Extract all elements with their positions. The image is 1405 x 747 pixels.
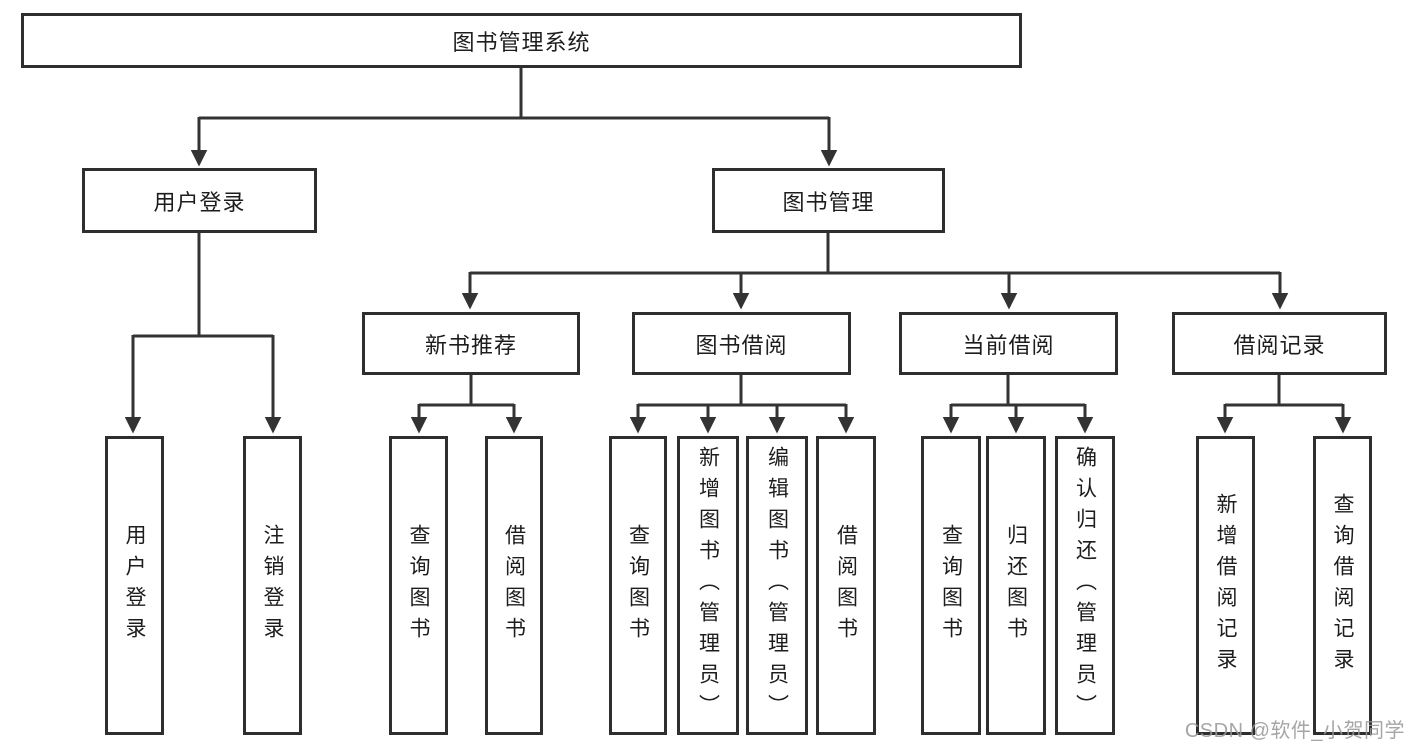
node-label: 查询借阅记录: [1331, 492, 1354, 679]
node-label: 新增图书（管理员）: [696, 446, 720, 725]
node-label: 图书管理系统: [452, 29, 591, 55]
leaf-query-books-current: 查询图书: [921, 436, 981, 735]
node-current-borrow: 当前借阅: [899, 312, 1118, 375]
node-root-library-system: 图书管理系统: [21, 13, 1022, 68]
node-label: 查询图书: [626, 523, 650, 648]
connector-book-mgmt-trunk: [470, 233, 1280, 275]
csdn-watermark: CSDN @软件_小贺同学: [1184, 720, 1405, 742]
node-new-book-recommend: 新书推荐: [362, 312, 580, 375]
node-label: 借阅图书: [834, 523, 858, 648]
node-label: 用户登录: [123, 523, 146, 648]
connector-user-login-trunk: [133, 233, 273, 338]
leaf-add-borrow-record: 新增借阅记录: [1196, 436, 1255, 735]
node-label: 编辑图书（管理员）: [765, 446, 789, 725]
leaf-return-books: 归还图书: [986, 436, 1046, 735]
node-label: 新增借阅记录: [1214, 492, 1237, 679]
node-label: 查询图书: [407, 523, 430, 648]
node-label: 借阅图书: [502, 523, 526, 648]
node-label: 注销登录: [261, 523, 284, 648]
leaf-add-books-admin: 新增图书（管理员）: [677, 436, 739, 735]
leaf-query-books-recommend: 查询图书: [389, 436, 448, 735]
node-borrow-records: 借阅记录: [1172, 312, 1387, 375]
leaf-confirm-return-admin: 确认归还（管理员）: [1055, 436, 1115, 735]
node-label: 借阅记录: [1233, 332, 1326, 358]
node-label: 图书借阅: [695, 332, 788, 358]
leaf-query-books-borrow: 查询图书: [609, 436, 667, 735]
node-label: 查询图书: [939, 523, 963, 648]
node-label: 图书管理: [782, 189, 875, 215]
node-label: 新书推荐: [424, 332, 517, 358]
node-book-management: 图书管理: [712, 168, 945, 233]
connector-current-borrow-trunk: [951, 375, 1085, 407]
connector-borrow-record-trunk: [1225, 375, 1343, 407]
connector-new-book-trunk: [419, 375, 514, 407]
leaf-borrow-books-recommend: 借阅图书: [485, 436, 543, 735]
leaf-user-login: 用户登录: [105, 436, 164, 735]
node-label: 用户登录: [153, 189, 246, 215]
leaf-borrow-books: 借阅图书: [816, 436, 876, 735]
node-user-login: 用户登录: [82, 168, 317, 233]
leaf-edit-books-admin: 编辑图书（管理员）: [746, 436, 808, 735]
leaf-query-borrow-record: 查询借阅记录: [1313, 436, 1372, 735]
connector-root-trunk: [199, 68, 829, 120]
node-label: 归还图书: [1004, 523, 1028, 648]
leaf-logout: 注销登录: [243, 436, 302, 735]
node-label: 当前借阅: [962, 332, 1055, 358]
node-book-borrow: 图书借阅: [632, 312, 851, 375]
node-label: 确认归还（管理员）: [1073, 446, 1097, 725]
connector-book-borrow-trunk: [638, 375, 846, 407]
